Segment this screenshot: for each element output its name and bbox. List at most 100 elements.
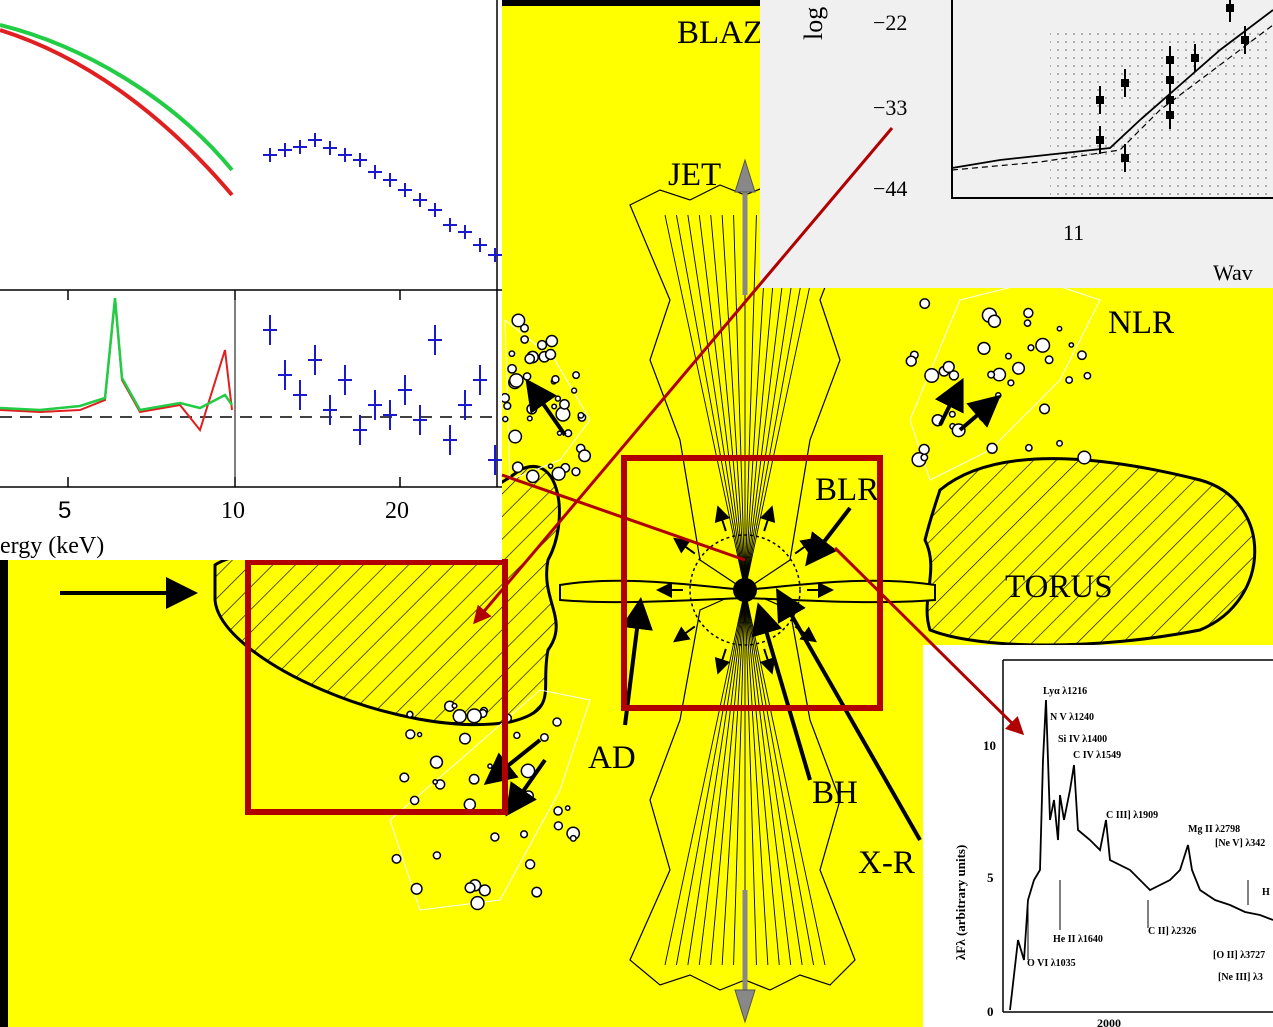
nlr-lower-left: [389, 689, 591, 911]
cloud: [551, 403, 558, 410]
sed-x-label: Wav: [1213, 260, 1253, 285]
nlr-arrow-3: [525, 378, 567, 437]
sed-y-axis-label: log: [799, 7, 828, 40]
line-mgii: Mg II λ2798: [1188, 824, 1240, 835]
cloud: [466, 708, 482, 724]
cloud: [464, 882, 476, 894]
cloud: [1023, 307, 1034, 319]
cloud: [1007, 379, 1015, 387]
black-hole: [733, 578, 757, 602]
cloud: [490, 832, 500, 842]
xray-spectrum-inset: 5 10 20 ergy (keV): [0, 0, 502, 560]
nlr-upper-right: [909, 279, 1101, 481]
jet-ray: [744, 589, 769, 966]
sed-ytick-33: −33: [873, 95, 907, 120]
blr-outflow-arrow: [759, 648, 776, 675]
cloud: [1076, 350, 1087, 361]
sed-ytick-44: −44: [873, 176, 907, 201]
top-black-edge: [500, 0, 760, 6]
sed-model-curve: [951, 9, 1273, 169]
cloud: [564, 805, 571, 811]
line-nv: N V λ1240: [1050, 712, 1094, 723]
cloud: [569, 834, 577, 842]
line-cii: C II] λ2326: [1148, 926, 1196, 937]
cloud: [519, 323, 530, 333]
xray-green-resid: [0, 297, 234, 412]
cloud: [1004, 352, 1012, 360]
nlr-arrow-2: [934, 377, 964, 426]
cloud: [519, 830, 529, 839]
cloud: [416, 731, 423, 738]
cloud: [577, 411, 585, 419]
cloud: [405, 729, 416, 740]
cloud: [524, 859, 536, 870]
optical-ytick-0: 0: [987, 1004, 994, 1019]
cloud: [539, 732, 549, 742]
cloud: [432, 851, 442, 860]
jet-ray: [721, 214, 746, 591]
cloud: [478, 884, 491, 897]
cloud: [572, 371, 581, 380]
blr-outflow-arrow: [672, 625, 696, 643]
sed-dotted-band: [1050, 30, 1273, 198]
cloud: [522, 790, 534, 802]
blr-pointer: [805, 506, 852, 567]
optical-xtick-2000: 2000: [1097, 1016, 1121, 1027]
cloud: [986, 442, 998, 454]
jet-ray: [698, 589, 746, 966]
optical-y-label: λFλ (arbitrary units): [953, 845, 968, 960]
cloud: [409, 795, 420, 806]
jet-ray: [733, 214, 746, 591]
nlr-arrow-4: [483, 738, 542, 785]
cloud: [522, 372, 532, 381]
cloud: [513, 731, 521, 740]
jet-arrow-up-head: [734, 158, 756, 193]
xray-axis-label: ergy (keV): [0, 533, 104, 559]
cloud: [508, 429, 523, 444]
label-jet: JET: [668, 157, 721, 193]
jet-ray: [675, 214, 746, 591]
cloud: [551, 375, 560, 384]
cloud: [553, 806, 563, 816]
cloud: [406, 710, 414, 719]
cloud: [1077, 450, 1092, 465]
cloud: [1024, 443, 1033, 452]
cloud: [1056, 439, 1064, 447]
jet-ray: [733, 589, 746, 966]
label-xray: X-R: [858, 845, 915, 881]
cloud: [508, 350, 516, 358]
line-h: H: [1262, 887, 1270, 898]
jet-lower-cone: [629, 589, 856, 991]
cloud: [487, 763, 493, 769]
jet-ray: [744, 589, 803, 966]
jet-ray: [698, 214, 746, 591]
cloud: [924, 367, 940, 384]
cloud: [499, 392, 511, 403]
xray-tick-5: 5: [58, 497, 71, 524]
jet-ray: [744, 589, 780, 966]
cloud: [1044, 355, 1054, 365]
cloud: [987, 370, 996, 379]
sed-model-curve-dashed: [951, 24, 1273, 171]
nlr-arrow-1: [958, 394, 1002, 432]
xray-pointer: [776, 588, 922, 841]
line-ovi: O VI λ1035: [1027, 958, 1076, 969]
cloud: [553, 821, 564, 831]
cloud: [1065, 376, 1074, 384]
bh-pointer: [751, 602, 812, 781]
cloud: [570, 387, 578, 394]
xray-green-model: [0, 23, 234, 172]
line-oii: [O II] λ3727: [1213, 950, 1265, 961]
jet-ray: [744, 589, 815, 966]
jet-ray: [744, 589, 792, 966]
line-civ: C IV λ1549: [1073, 750, 1121, 761]
xray-red-model: [0, 28, 234, 197]
cloud: [525, 469, 540, 484]
blr-outflow-arrow: [714, 505, 731, 532]
cloud: [520, 335, 530, 344]
jet-ray: [687, 589, 746, 966]
blr-outflow-arrow: [714, 648, 731, 675]
cloud: [578, 449, 592, 463]
cloud: [1023, 319, 1032, 327]
cloud: [552, 717, 562, 727]
